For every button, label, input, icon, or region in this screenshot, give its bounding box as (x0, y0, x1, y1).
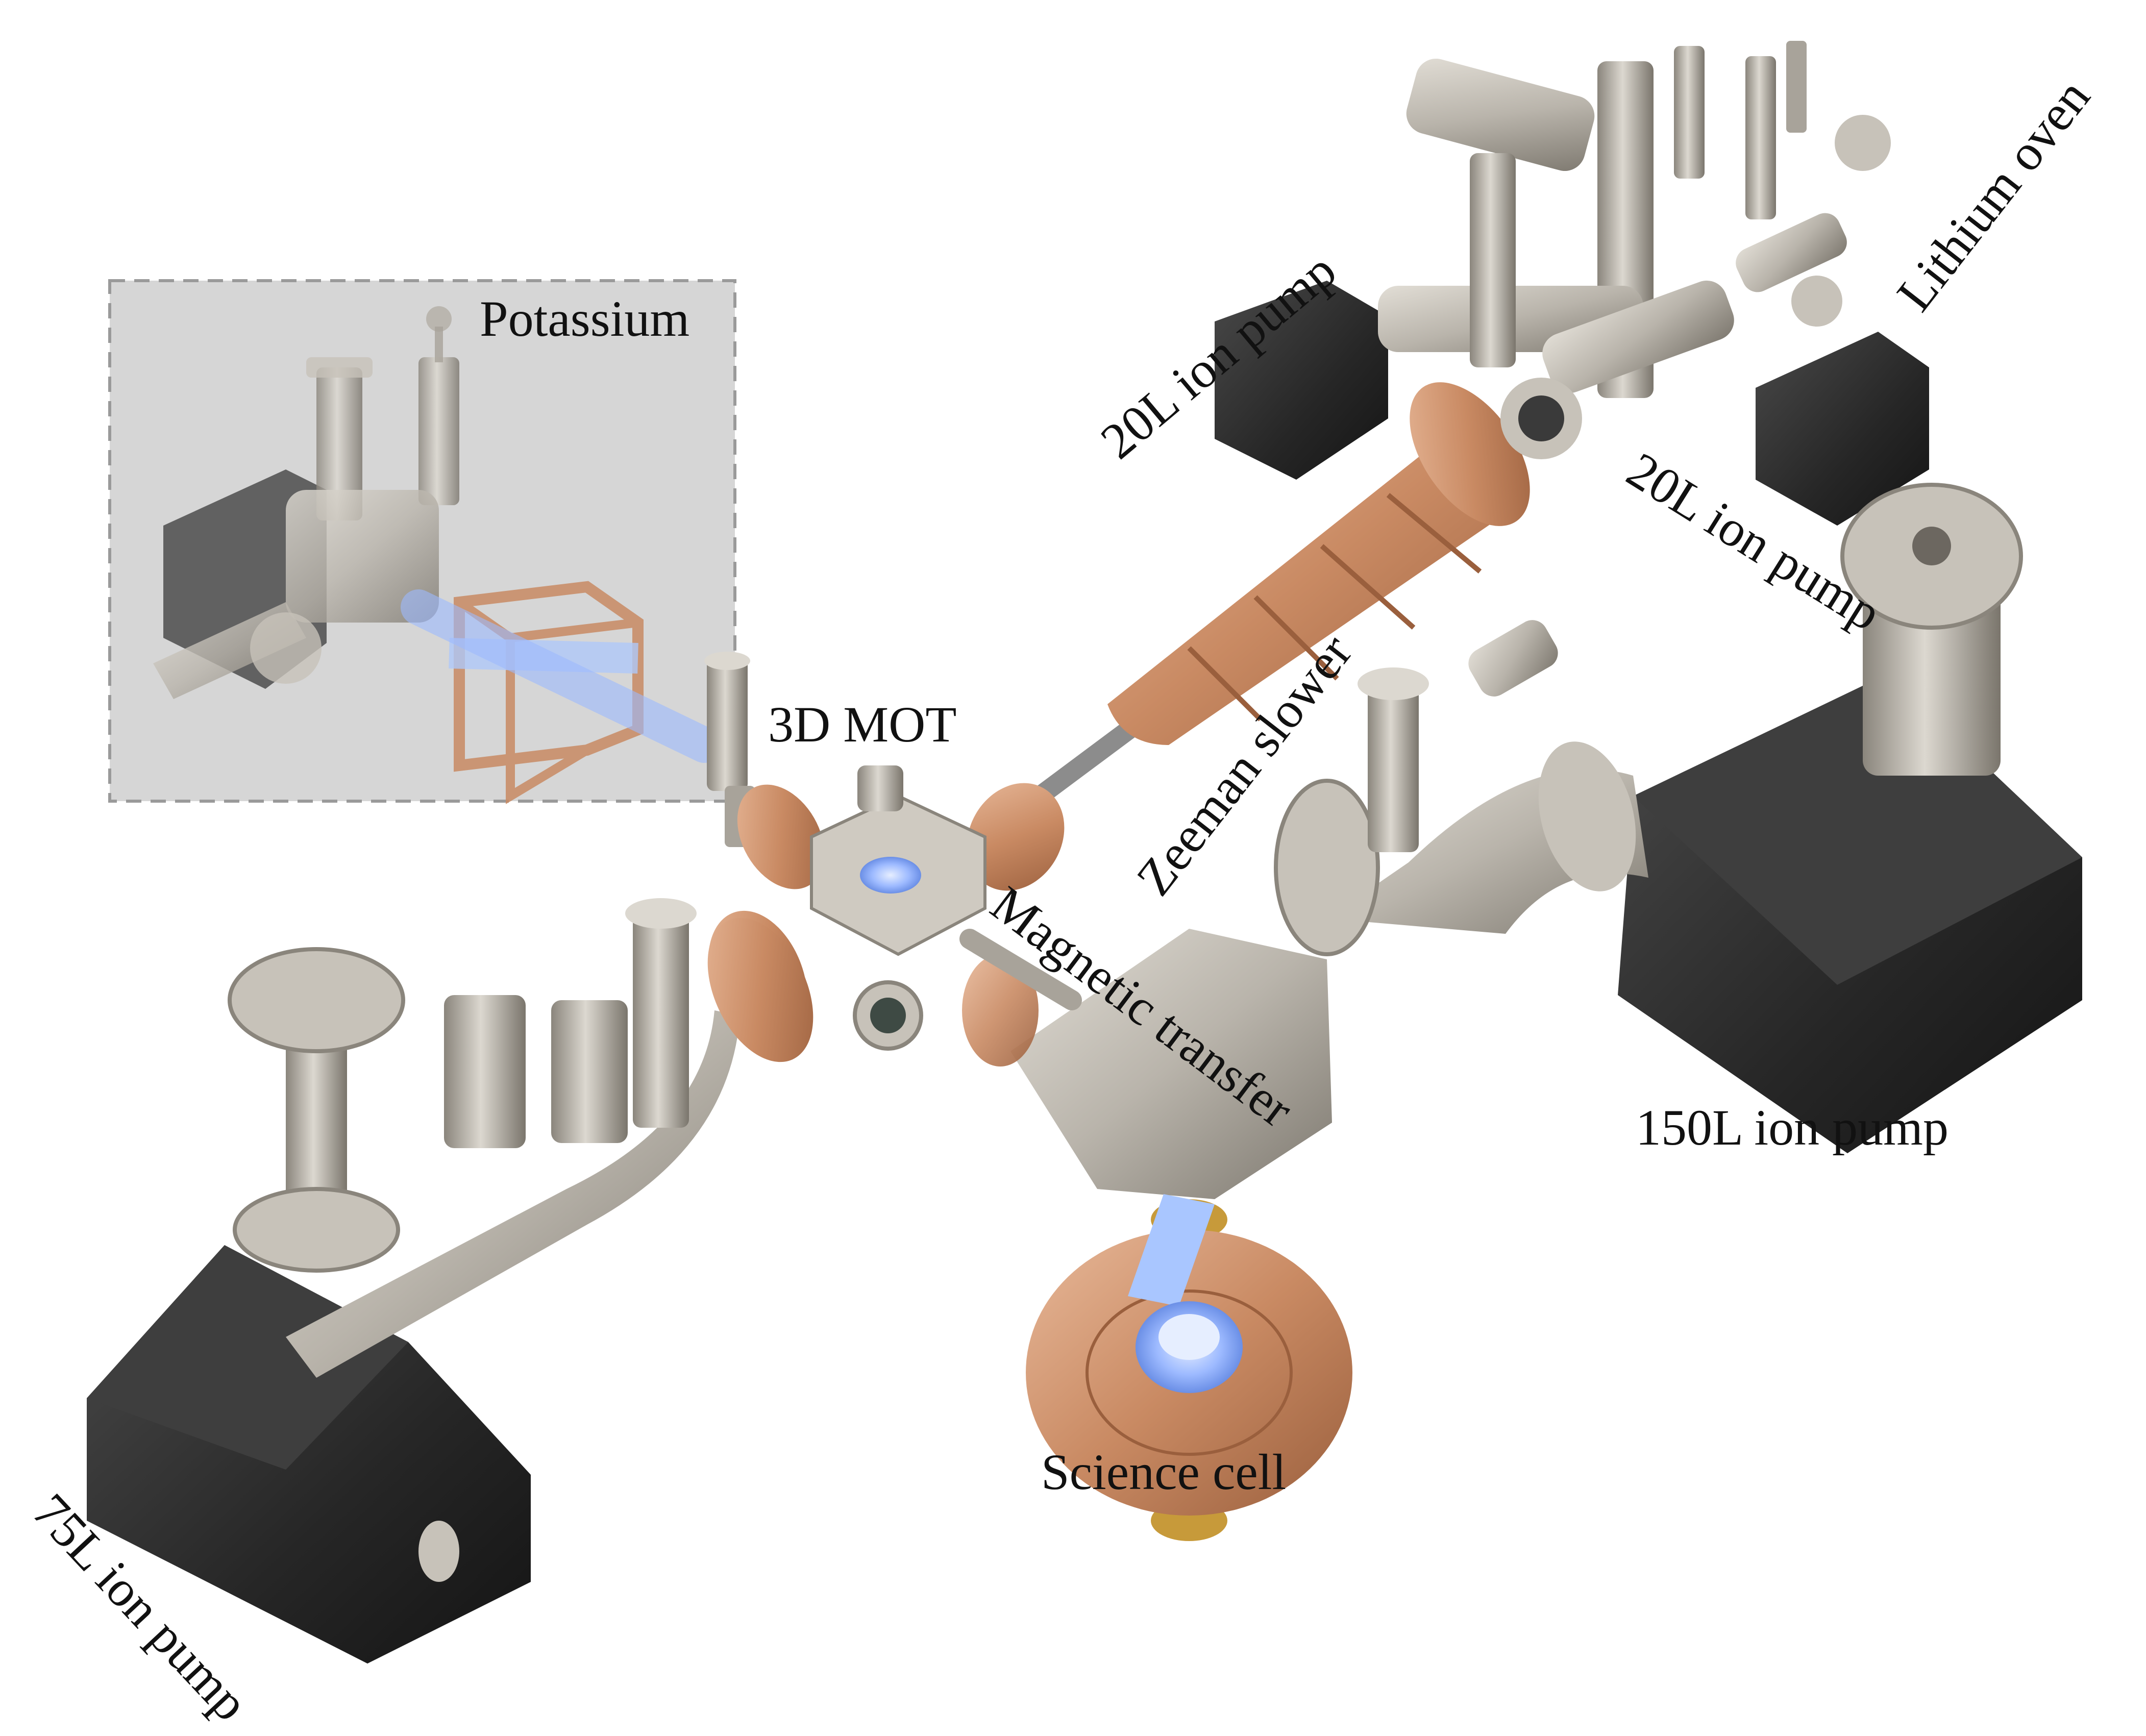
label-150l-ion-pump: 150L ion pump (1636, 1099, 1948, 1156)
potassium-cross (286, 490, 439, 623)
label-3d-mot: 3D MOT (768, 696, 957, 753)
transfer-y-chamber (1010, 929, 1332, 1199)
label-science-cell: Science cell (1041, 1444, 1287, 1500)
ion-pump-150l (1618, 483, 2082, 1153)
zeeman-slower (975, 382, 1530, 847)
lithium-oven-assembly (1215, 41, 1929, 526)
transfer-tube (1128, 1194, 1215, 1306)
mot-window (860, 857, 921, 894)
science-cell-assembly (1026, 1194, 1352, 1541)
potassium-tower (316, 367, 362, 520)
ion-pump-20l-right (1756, 332, 1929, 526)
zeeman-coils (1107, 408, 1513, 745)
ion-pump-75l-assembly (87, 898, 813, 1664)
potassium-valve (418, 357, 459, 505)
label-potassium: Potassium (480, 290, 690, 347)
magnetic-transfer-chamber (1010, 620, 1648, 1199)
potassium-section (108, 279, 736, 804)
ion-pump-20l-left (1215, 281, 1388, 480)
